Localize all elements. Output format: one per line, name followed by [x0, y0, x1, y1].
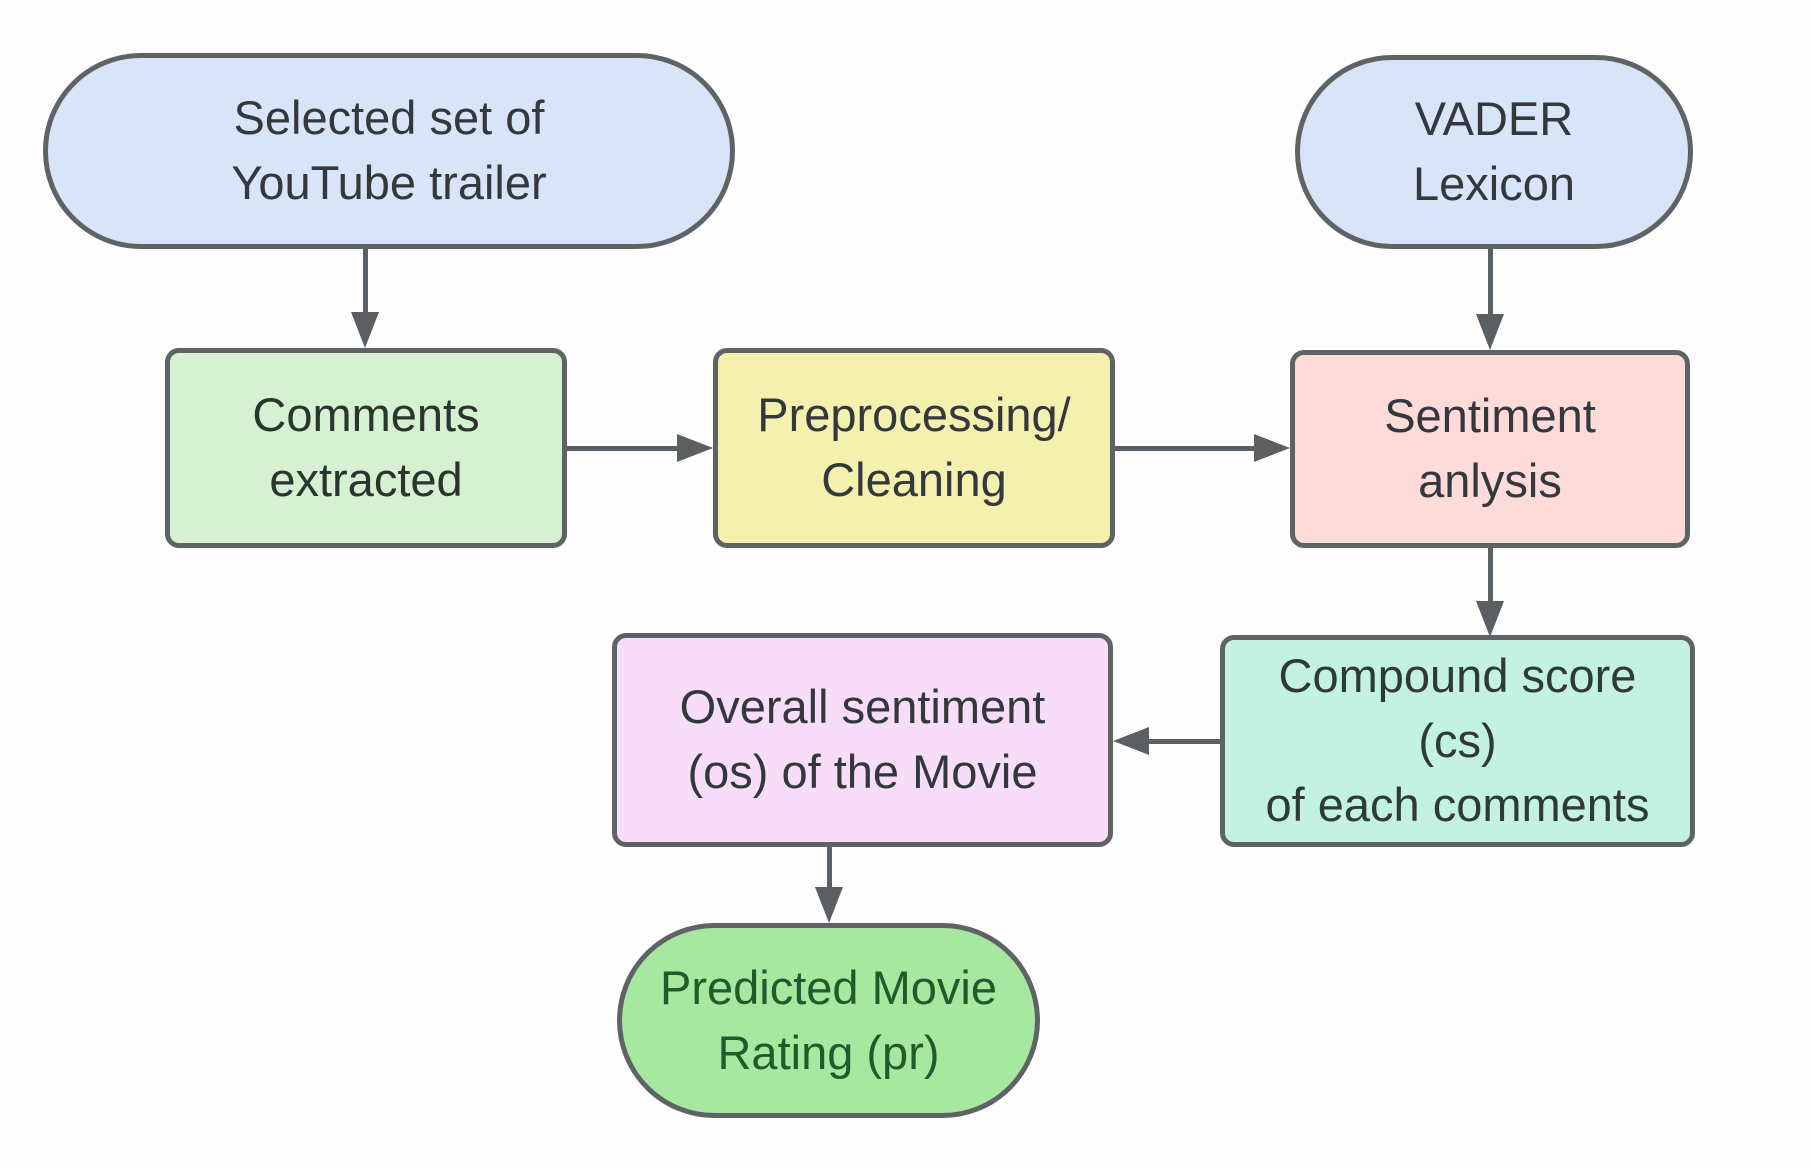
node-predicted-movie-rating: Predicted Movie Rating (pr) [617, 923, 1040, 1118]
arrow-shaft [1487, 248, 1493, 314]
node-label: Overall sentiment (os) of the Movie [679, 680, 1046, 798]
arrow-shaft [1115, 445, 1254, 451]
node-preprocessing-cleaning: Preprocessing/ Cleaning [713, 348, 1115, 548]
node-label: Preprocessing/ Cleaning [757, 388, 1071, 506]
arrow-preprocessing-to-sentiment [1115, 434, 1290, 462]
node-label: VADER Lexicon [1413, 92, 1575, 210]
node-label: Selected set of YouTube trailer [231, 91, 547, 209]
arrow-head-right-icon [677, 434, 713, 462]
arrow-vader-to-sentiment [1476, 248, 1504, 350]
arrow-sentiment-to-compound [1476, 547, 1504, 637]
node-compound-score-of-comments: Compound score (cs) of each comments [1220, 635, 1695, 847]
arrow-head-down-icon [351, 312, 379, 348]
arrow-head-down-icon [815, 887, 843, 923]
arrow-shaft [1487, 547, 1493, 601]
arrow-head-down-icon [1476, 314, 1504, 350]
arrow-selected-set-to-comments [351, 248, 379, 348]
node-vader-lexicon: VADER Lexicon [1295, 55, 1693, 249]
arrow-head-left-icon [1113, 727, 1149, 755]
node-label: Predicted Movie Rating (pr) [660, 960, 997, 1079]
node-selected-set-of-youtube-trailer: Selected set of YouTube trailer [43, 53, 735, 249]
node-overall-sentiment-of-movie: Overall sentiment (os) of the Movie [612, 633, 1113, 847]
node-comments-extracted: Comments extracted [165, 348, 567, 548]
node-label: Comments extracted [252, 388, 480, 506]
node-label: Sentiment anlysis [1384, 389, 1596, 507]
arrow-shaft [826, 847, 832, 887]
arrow-shaft [362, 248, 368, 312]
node-sentiment-analysis: Sentiment anlysis [1290, 350, 1690, 548]
node-label: Compound score (cs) of each comments [1265, 648, 1650, 832]
arrow-overall-to-predicted [815, 847, 843, 923]
arrow-shaft [1149, 738, 1220, 744]
arrow-comments-to-preprocessing [567, 434, 713, 462]
arrow-compound-to-overall [1113, 727, 1220, 755]
arrow-head-down-icon [1476, 601, 1504, 637]
arrow-head-right-icon [1254, 434, 1290, 462]
arrow-shaft [567, 445, 677, 451]
